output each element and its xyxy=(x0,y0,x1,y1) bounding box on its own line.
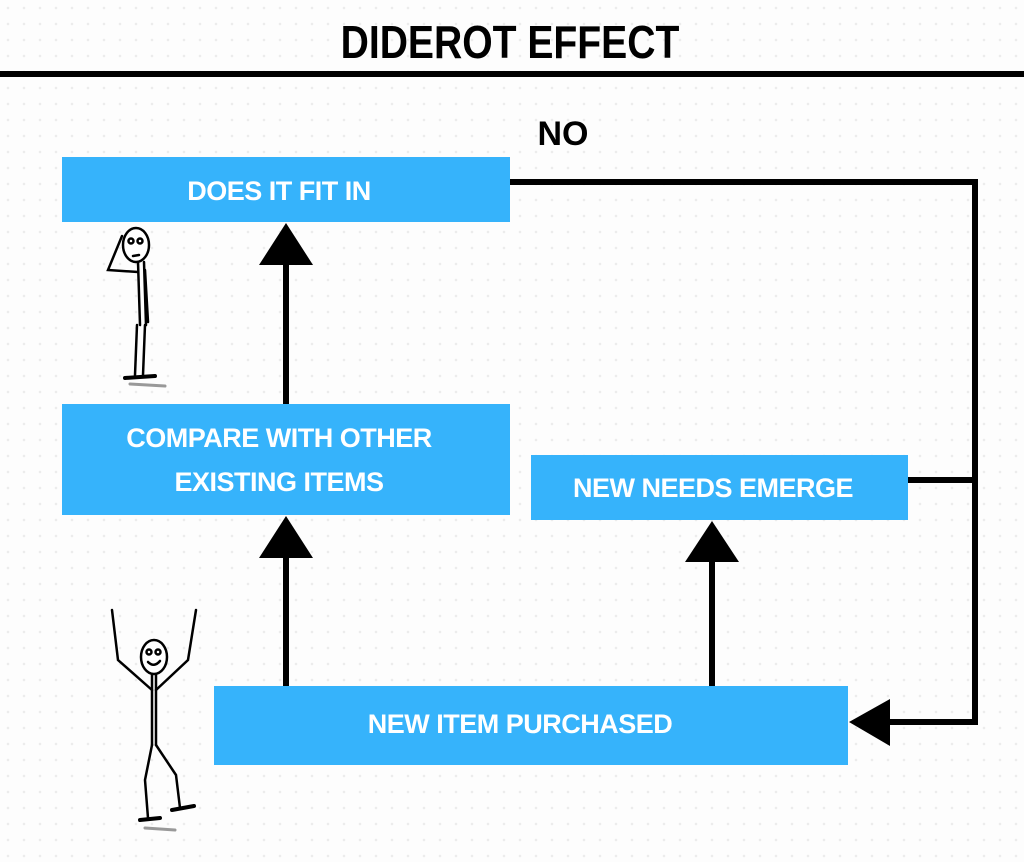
happy-stick-figure-icon xyxy=(110,608,198,832)
arrow-head-left-icon xyxy=(849,699,890,746)
node-label: NEW NEEDS EMERGE xyxy=(573,473,853,503)
node-label: DOES IT FIT IN xyxy=(187,176,371,206)
arrow-head-up-icon xyxy=(259,223,313,265)
edge-label-no: NO xyxy=(538,115,589,153)
arrow-head-up-icon xyxy=(685,521,739,562)
node-label: EXISTING ITEMS xyxy=(174,467,383,497)
node-label: NEW ITEM PURCHASED xyxy=(368,709,673,739)
node-new-item-purchased: NEW ITEM PURCHASED xyxy=(214,686,848,765)
node-new-needs-emerge: NEW NEEDS EMERGE xyxy=(531,455,908,520)
arrow-head-up-icon xyxy=(259,516,313,558)
node-label: COMPARE WITH OTHER xyxy=(126,423,431,453)
node-compare-items: COMPARE WITH OTHER EXISTING ITEMS xyxy=(62,404,510,515)
thinking-stick-figure-icon xyxy=(106,226,167,388)
node-does-it-fit-in: DOES IT FIT IN xyxy=(62,157,510,222)
no-loop-line xyxy=(510,179,978,725)
connectors xyxy=(283,179,978,725)
title-divider xyxy=(0,71,1024,77)
diagram-title: DIDEROT EFFECT xyxy=(341,17,680,69)
